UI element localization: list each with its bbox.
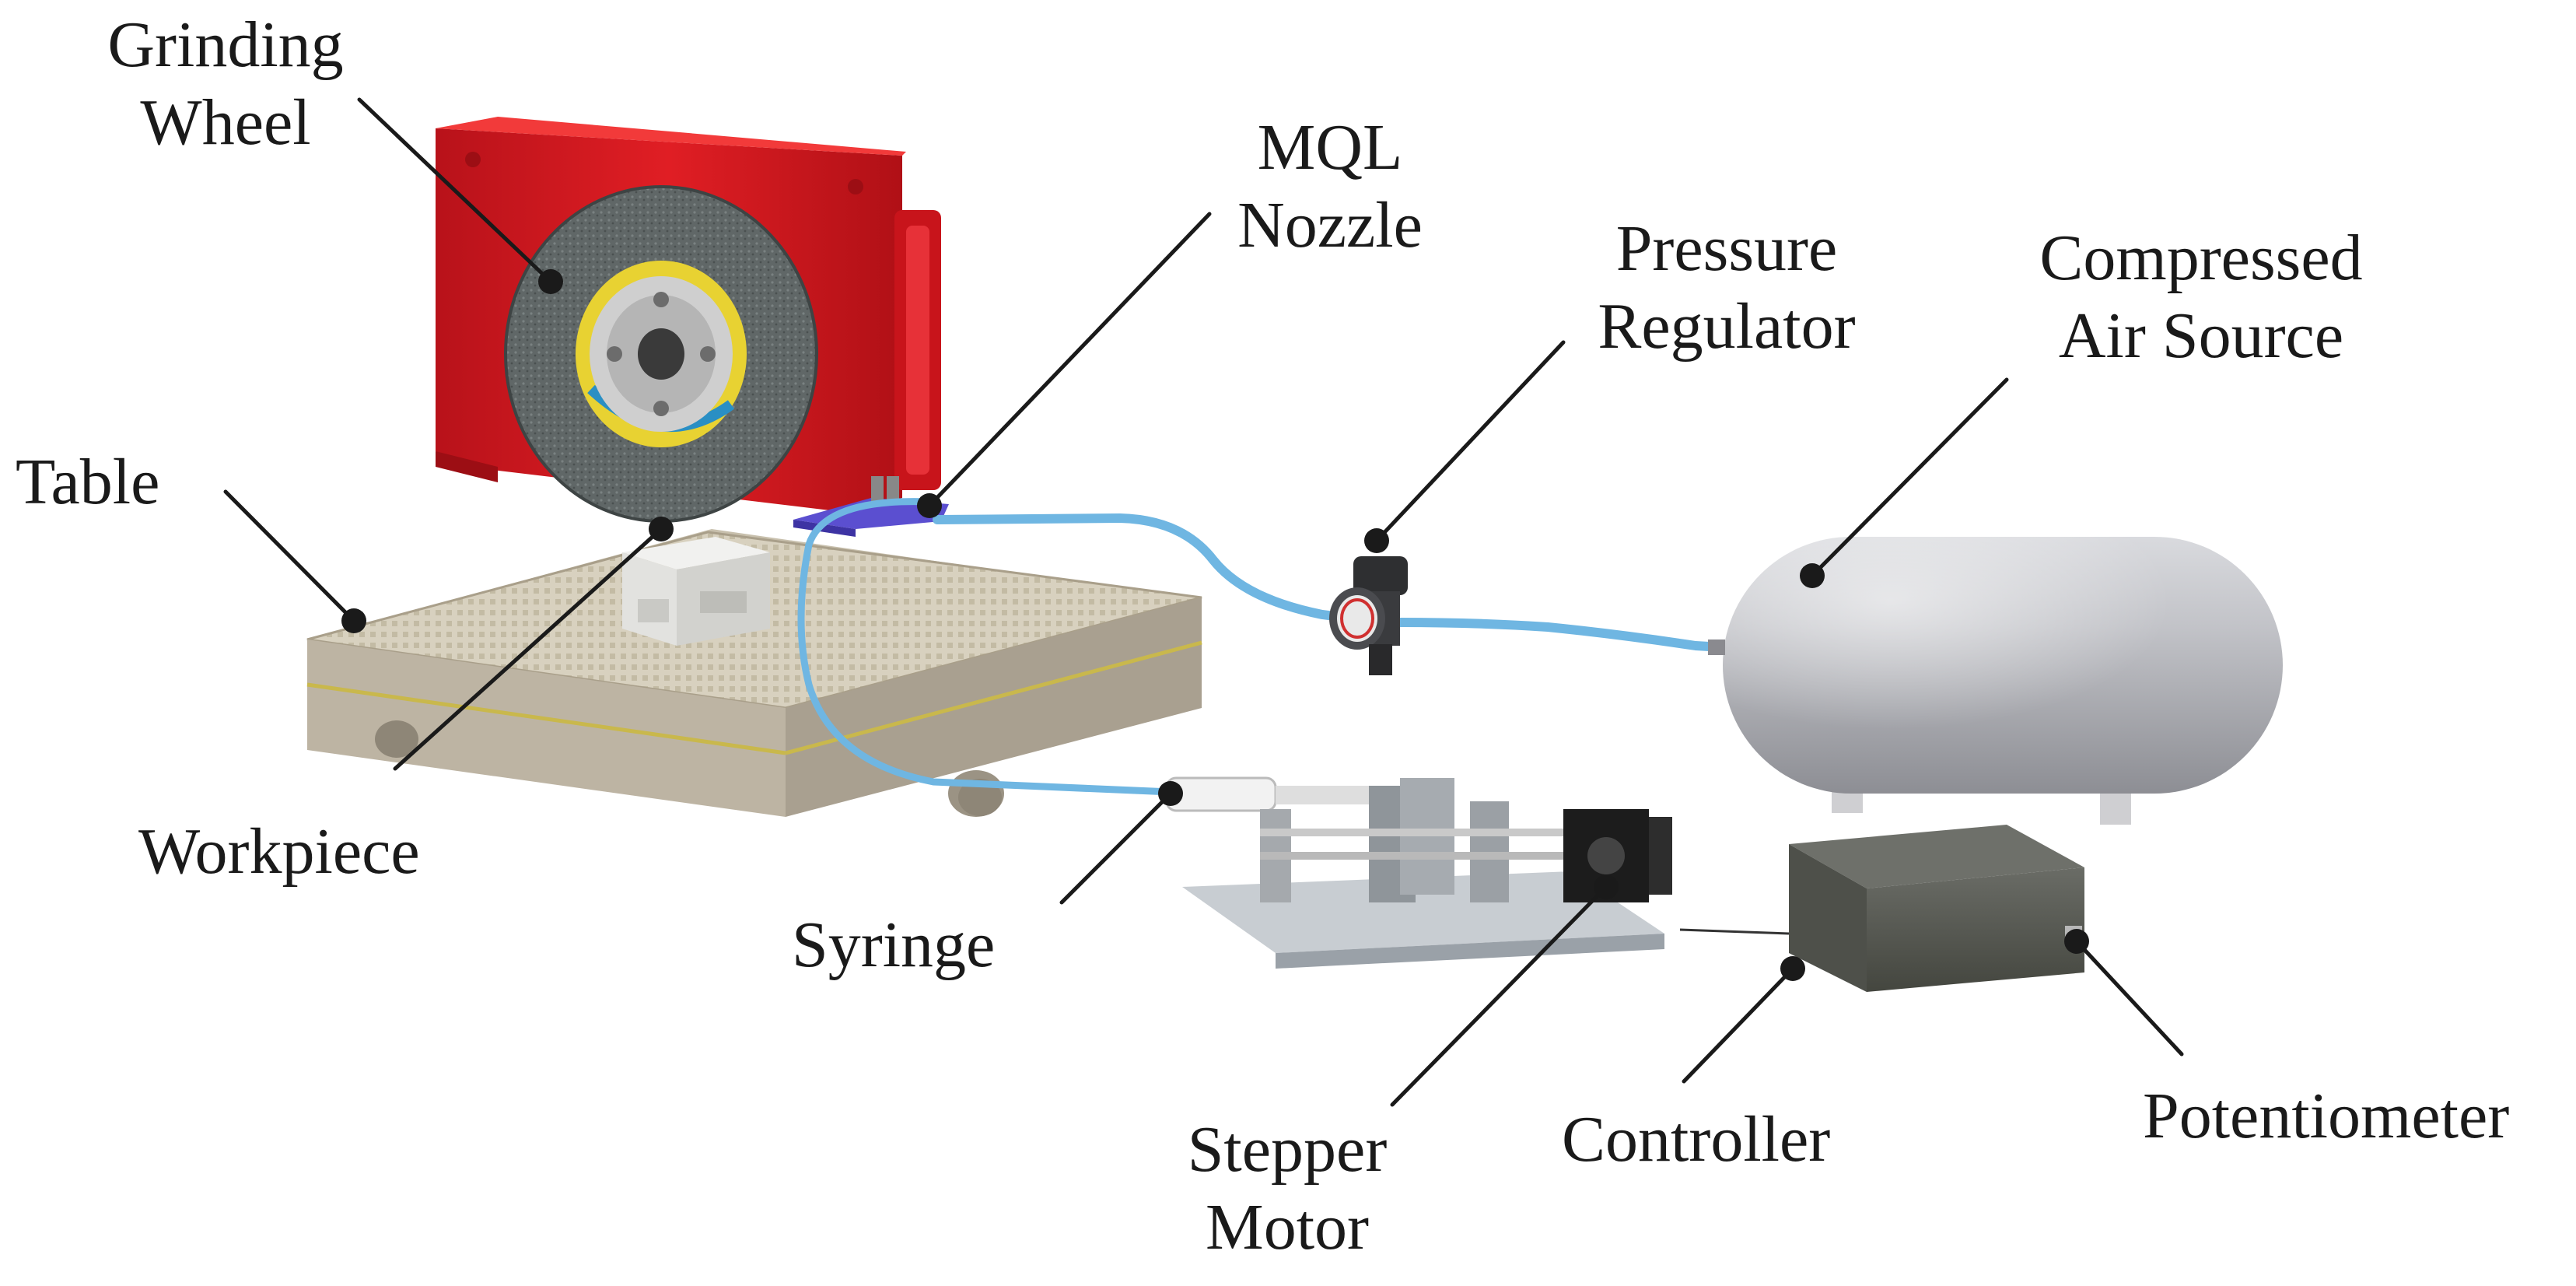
leader-workpiece (393, 517, 674, 771)
label-grinding-wheel: Grinding Wheel (74, 6, 377, 162)
label-mql-nozzle: MQL Nozzle (1206, 109, 1454, 265)
controller-shape (1679, 825, 2084, 992)
workpiece-shape (622, 537, 770, 646)
label-grinding-wheel-line2: Wheel (140, 86, 311, 159)
leader-potentiometer (2064, 929, 2184, 1056)
pressure-regulator-shape (1329, 556, 1408, 675)
label-stepper-motor: Stepper Motor (1174, 1111, 1400, 1267)
label-pressure-regulator-line2: Regulator (1598, 290, 1856, 363)
label-workpiece: Workpiece (138, 815, 420, 888)
leader-syringe (1059, 781, 1183, 905)
label-controller: Controller (1562, 1103, 1831, 1176)
leader-controller (1682, 956, 1805, 1084)
label-pressure-regulator-line1: Pressure (1615, 212, 1838, 285)
label-compressed-air-source: Compressed Air Source (1999, 219, 2403, 375)
leader-table (223, 489, 366, 633)
label-stepper-motor-line2: Motor (1206, 1191, 1369, 1263)
syringe-pump-shape (1165, 776, 1672, 969)
leader-stepper-motor (1390, 874, 1619, 1107)
leader-pressure-regulator (1364, 340, 1566, 553)
leader-lines (223, 97, 2184, 1107)
label-grinding-wheel-line1: Grinding (107, 9, 344, 81)
label-compressed-air-source-line2: Air Source (2058, 300, 2344, 372)
leader-mql-nozzle (917, 212, 1212, 518)
label-compressed-air-source-line1: Compressed (2039, 222, 2363, 294)
label-syringe: Syringe (792, 909, 996, 981)
label-stepper-motor-line1: Stepper (1187, 1113, 1388, 1186)
label-mql-nozzle-line1: MQL (1257, 111, 1403, 184)
label-potentiometer: Potentiometer (2143, 1080, 2510, 1152)
hoses (797, 498, 1727, 796)
label-mql-nozzle-line2: Nozzle (1237, 189, 1423, 261)
leader-grinding-wheel (357, 97, 563, 294)
grinding-wheel-shape (504, 185, 818, 523)
air-tank-shape (1708, 537, 2283, 825)
leader-compressed-air (1800, 377, 2009, 588)
label-pressure-regulator: Pressure Regulator (1563, 210, 1890, 366)
label-table: Table (16, 446, 160, 518)
